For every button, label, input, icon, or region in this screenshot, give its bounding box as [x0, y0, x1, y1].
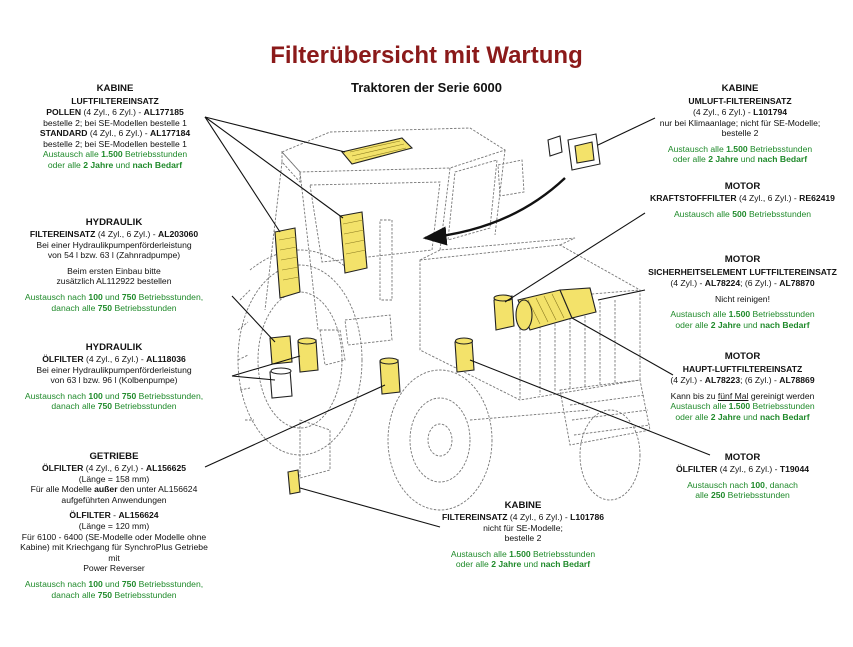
note-line: von 54 l bzw. 63 l (Zahnradpumpe)	[47, 250, 181, 261]
block-heading: HYDRAULIK	[85, 217, 143, 228]
service-line: Austausch nach 100, danach	[687, 479, 798, 490]
note-line: Bei einer Hydraulikpumpenförderleistung	[36, 364, 192, 375]
block-heading: KABINE	[721, 83, 759, 94]
part-line: POLLEN (4 Zyl., 6 Zyl.) - AL177185	[46, 107, 184, 117]
service-line: oder alle 2 Jahre und nach Bedarf	[47, 159, 183, 170]
block-heading: KABINE	[504, 500, 542, 511]
note-line: Für 6100 - 6400 (SE-Modelle oder Modelle…	[21, 531, 207, 542]
note-line: (Länge = 158 mm)	[78, 473, 150, 484]
note-line: bestelle 2; bei SE-Modellen bestelle 1	[43, 138, 187, 149]
block-heading: MOTOR	[724, 254, 761, 265]
service-line: Austausch alle 500 Betriebsstunden	[673, 208, 812, 219]
block-heading: MOTOR	[724, 351, 761, 362]
part-line: FILTEREINSATZ (4 Zyl., 6 Zyl.) - AL20306…	[29, 229, 199, 239]
part-line: (4 Zyl., 6 Zyl.) - L101794	[692, 107, 788, 117]
leader-lines	[204, 116, 711, 528]
note-line: aufgeführten Anwendungen	[61, 494, 167, 505]
service-line: Austausch alle 1.500 Betriebsstunden	[667, 143, 813, 154]
note-line: Beim ersten Einbau bitte	[67, 265, 161, 276]
service-line: danach alle 750 Betriebsstunden	[51, 302, 177, 313]
page-title: Filterübersicht mit Wartung	[270, 42, 583, 69]
page-subtitle: Traktoren der Serie 6000	[350, 80, 503, 95]
block-heading: KABINE	[96, 83, 134, 94]
service-line: Austausch nach 100 und 750 Betriebsstund…	[24, 578, 204, 589]
block-subheading: SICHERHEITSELEMENT LUFTFILTEREINSATZ	[648, 267, 837, 277]
note-line: bestelle 2; bei SE-Modellen bestelle 1	[43, 117, 187, 128]
part-line: ÖLFILTER - AL156624	[69, 510, 159, 521]
service-line: Austausch nach 100 und 750 Betriebsstund…	[24, 291, 204, 302]
block-motor-sicherheitselement: MOTOR SICHERHEITSELEMENT LUFTFILTEREINSA…	[640, 254, 845, 330]
recirculation-arrow	[422, 177, 566, 246]
part-line: KRAFTSTOFFFILTER (4 Zyl., 6 Zyl.) - RE62…	[650, 193, 835, 203]
block-kabine-umluft: KABINE UMLUFT-FILTEREINSATZ (4 Zyl., 6 Z…	[640, 83, 840, 165]
block-kabine-luftfilter: KABINE LUFTFILTEREINSATZ POLLEN (4 Zyl.,…	[20, 83, 210, 171]
note-line: Nicht reinigen!	[715, 293, 770, 304]
block-motor-kraftstofffilter: MOTOR KRAFTSTOFFFILTER (4 Zyl., 6 Zyl.) …	[640, 181, 845, 219]
block-subheading: HAUPT-LUFTFILTEREINSATZ	[682, 364, 803, 374]
part-line: FILTEREINSATZ (4 Zyl., 6 Zyl.) - L101786	[441, 512, 605, 522]
service-line: Austausch alle 1.500 Betriebsstunden	[670, 309, 815, 320]
service-line: oder alle 2 Jahre und nach Bedarf	[672, 154, 808, 165]
service-line: oder alle 2 Jahre und nach Bedarf	[675, 319, 810, 330]
block-heading: HYDRAULIK	[85, 342, 143, 353]
block-motor-haupt-luftfilter: MOTOR HAUPT-LUFTFILTEREINSATZ (4 Zyl.) -…	[640, 351, 845, 422]
note-line: bestelle 2	[504, 533, 542, 544]
block-heading: MOTOR	[724, 452, 761, 463]
note-line: von 63 l bzw. 96 l (Kolbenpumpe)	[50, 375, 178, 386]
note-line: Kabine) mit Kriechgang für SynchroPlus G…	[20, 542, 208, 563]
block-hydraulik-filtereinsatz: HYDRAULIK FILTEREINSATZ (4 Zyl., 6 Zyl.)…	[14, 217, 214, 313]
service-line: Austausch alle 1.500 Betriebsstunden	[42, 149, 188, 160]
service-line: Austausch alle 1.500 Betriebsstunden	[450, 548, 596, 559]
note-line: nicht für SE-Modelle;	[483, 522, 563, 533]
part-line: ÖLFILTER (4 Zyl., 6 Zyl.) - AL156625	[41, 463, 187, 473]
note-line: Kann bis zu fünf Mal gereinigt werden	[670, 390, 815, 401]
block-getriebe: GETRIEBE ÖLFILTER (4 Zyl., 6 Zyl.) - AL1…	[14, 451, 214, 600]
part-line: (4 Zyl.) - AL78223; (6 Zyl.) - AL78869	[670, 375, 815, 385]
part-line: ÖLFILTER (4 Zyl., 6 Zyl.) - T19044	[675, 464, 810, 474]
block-hydraulik-oelfilter: HYDRAULIK ÖLFILTER (4 Zyl., 6 Zyl.) - AL…	[14, 342, 214, 412]
service-line: oder alle 2 Jahre und nach Bedarf	[675, 411, 810, 422]
block-subheading: UMLUFT-FILTEREINSATZ	[688, 96, 792, 106]
part-line: STANDARD (4 Zyl., 6 Zyl.) - AL177184	[39, 128, 191, 139]
note-line: zusätzlich AL112922 bestellen	[56, 276, 172, 287]
note-line: Für alle Modelle außer den unter AL15662…	[30, 484, 198, 495]
service-line: danach alle 750 Betriebsstunden	[51, 589, 177, 600]
part-line: (4 Zyl.) - AL78224; (6 Zyl.) - AL78870	[670, 278, 815, 288]
service-line: Austausch nach 100 und 750 Betriebsstund…	[24, 390, 204, 401]
service-line: alle 250 Betriebsstunden	[695, 490, 790, 501]
service-line: oder alle 2 Jahre und nach Bedarf	[455, 559, 591, 570]
filter-elements	[269, 133, 601, 495]
note-line: Power Reverser	[83, 563, 145, 574]
note-line: bestelle 2	[721, 128, 759, 139]
block-motor-oelfilter: MOTOR ÖLFILTER (4 Zyl., 6 Zyl.) - T19044…	[640, 452, 845, 501]
block-kabine-filtereinsatz: KABINE FILTEREINSATZ (4 Zyl., 6 Zyl.) - …	[418, 500, 628, 570]
service-line: Austausch alle 1.500 Betriebsstunden	[670, 401, 815, 412]
tractor-sketch	[237, 127, 651, 511]
note-line: (Länge = 120 mm)	[78, 520, 150, 531]
block-subheading: LUFTFILTEREINSATZ	[71, 96, 159, 106]
block-heading: MOTOR	[724, 181, 761, 192]
part-line: ÖLFILTER (4 Zyl., 6 Zyl.) - AL118036	[42, 354, 186, 364]
service-line: danach alle 750 Betriebsstunden	[51, 401, 177, 412]
block-heading: GETRIEBE	[89, 451, 139, 462]
note-line: Bei einer Hydraulikpumpenförderleistung	[36, 239, 192, 250]
note-line: nur bei Klimaanlage; nicht für SE-Modell…	[659, 117, 821, 128]
